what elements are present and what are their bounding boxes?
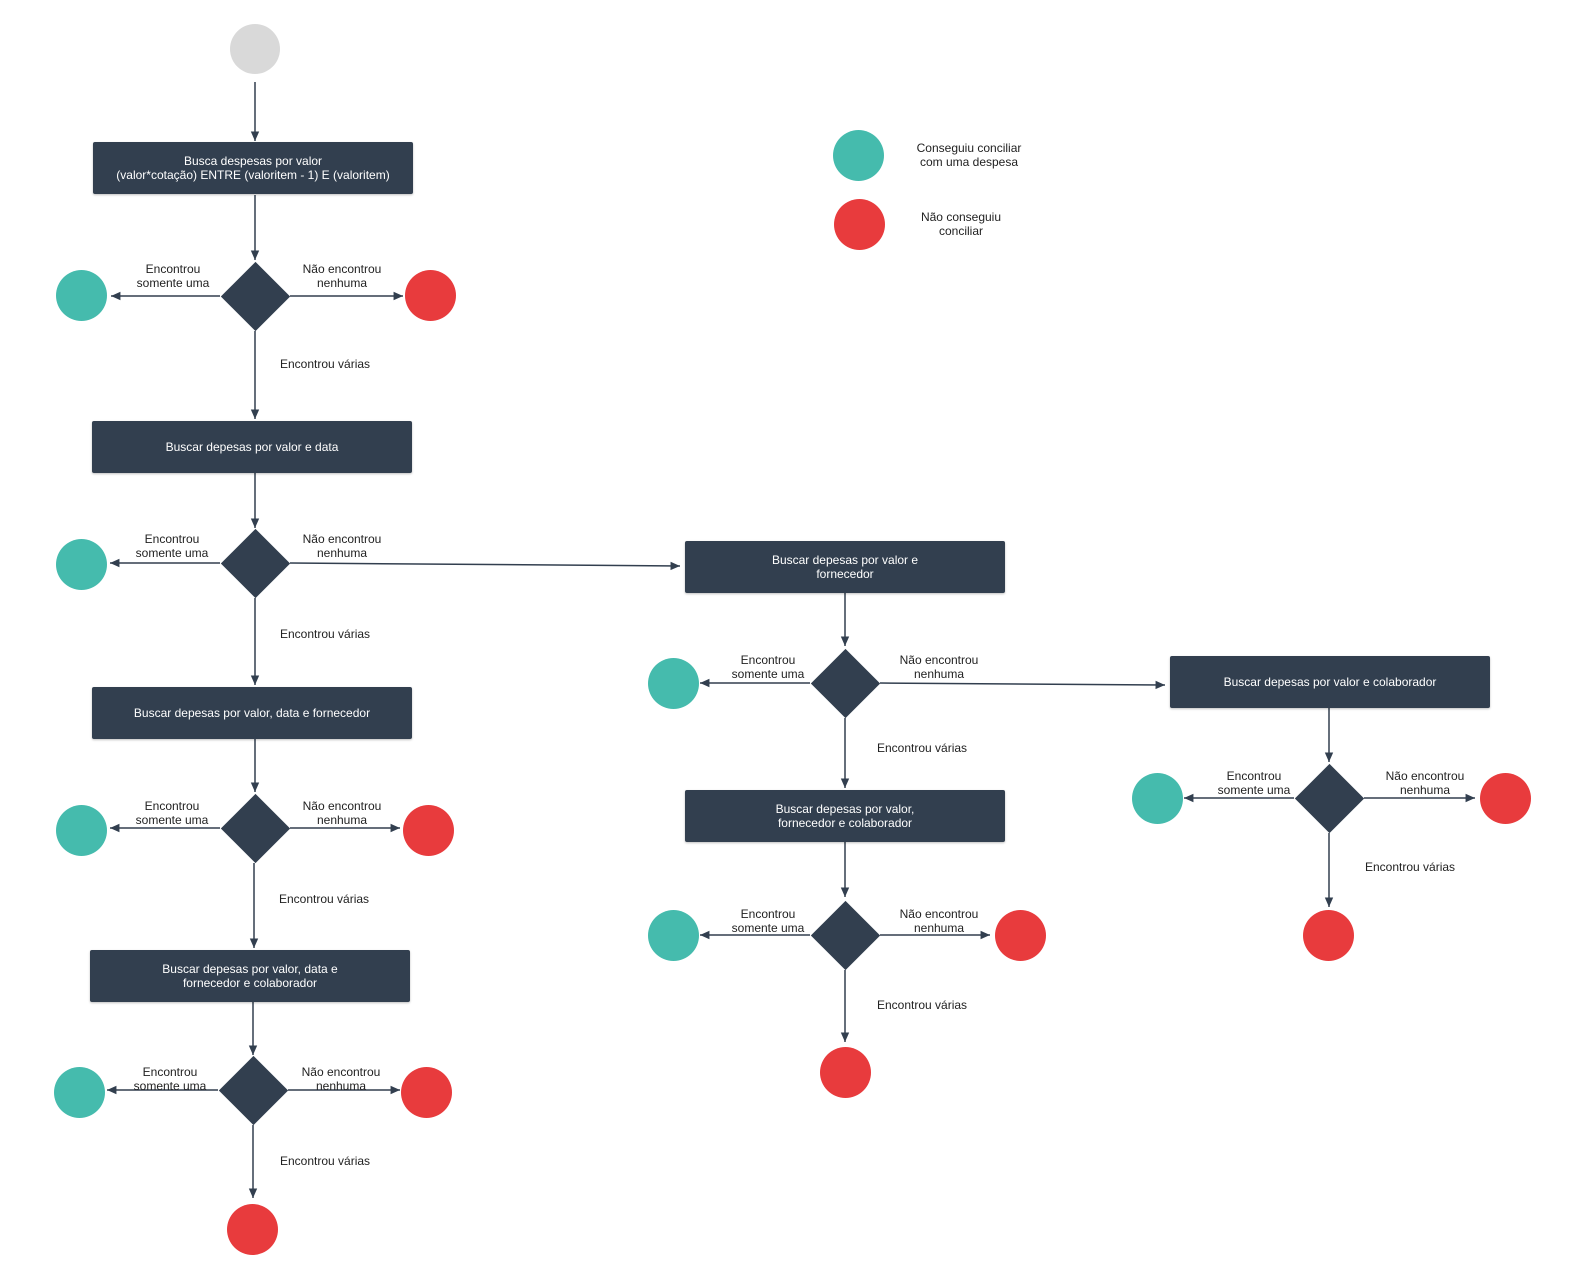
edge-label-one-7: Encontrou somente uma bbox=[1217, 769, 1291, 797]
edge-label-many-1: Encontrou várias bbox=[280, 357, 371, 371]
process-box-valor-fornecedor-colaborador: Buscar depesas por valor, fornecedor e c… bbox=[685, 790, 1005, 842]
legend-fail-circle bbox=[834, 199, 885, 250]
edge-label-none-2: Não encontrou nenhuma bbox=[302, 532, 382, 560]
edge-label-none-4: Não encontrou nenhuma bbox=[301, 1065, 381, 1093]
legend-success-circle bbox=[833, 130, 884, 181]
outcome-fail-6 bbox=[995, 910, 1046, 961]
edge-d2-b5 bbox=[289, 561, 681, 571]
process-box-valor-fornecedor: Buscar depesas por valor e fornecedor bbox=[685, 541, 1005, 593]
outcome-success-1 bbox=[56, 270, 107, 321]
edge-label-one-5: Encontrou somente uma bbox=[731, 653, 805, 681]
process-box-valor-colaborador: Buscar depesas por valor e colaborador bbox=[1170, 656, 1490, 708]
outcome-fail-end-column3 bbox=[1303, 910, 1354, 961]
outcome-fail-1 bbox=[405, 270, 456, 321]
start-node bbox=[230, 24, 280, 74]
outcome-success-2 bbox=[56, 539, 107, 590]
edge-label-one-4: Encontrou somente uma bbox=[133, 1065, 207, 1093]
outcome-success-5 bbox=[648, 658, 699, 709]
outcome-success-3 bbox=[56, 805, 107, 856]
edge-label-many-6: Encontrou várias bbox=[877, 998, 968, 1012]
legend-success-text: Conseguiu conciliar com uma despesa bbox=[916, 141, 1022, 169]
outcome-fail-end-column1 bbox=[227, 1204, 278, 1255]
process-box-valor-data-fornecedor-colaborador: Buscar depesas por valor, data e fornece… bbox=[90, 950, 410, 1002]
edge-label-none-7: Não encontrou nenhuma bbox=[1385, 769, 1465, 797]
edge-label-many-5: Encontrou várias bbox=[877, 741, 968, 755]
process-box-valor-data: Buscar depesas por valor e data bbox=[92, 421, 412, 473]
edge-label-many-4: Encontrou várias bbox=[280, 1154, 371, 1168]
edge-label-none-5: Não encontrou nenhuma bbox=[899, 653, 979, 681]
edge-label-many-3: Encontrou várias bbox=[279, 892, 370, 906]
edge-label-one-3: Encontrou somente uma bbox=[135, 799, 209, 827]
edge-label-many-2: Encontrou várias bbox=[280, 627, 371, 641]
edge-label-none-3: Não encontrou nenhuma bbox=[302, 799, 382, 827]
legend-fail-text: Não conseguiu conciliar bbox=[920, 210, 1002, 238]
edge-d5-b7 bbox=[879, 680, 1166, 690]
edge-label-one-2: Encontrou somente uma bbox=[135, 532, 209, 560]
outcome-fail-4 bbox=[401, 1067, 452, 1118]
outcome-success-6 bbox=[648, 910, 699, 961]
outcome-fail-3 bbox=[403, 805, 454, 856]
outcome-fail-end-column2 bbox=[820, 1047, 871, 1098]
outcome-success-7 bbox=[1132, 773, 1183, 824]
process-box-valor-data-fornecedor: Buscar depesas por valor, data e fornece… bbox=[92, 687, 412, 739]
outcome-success-4 bbox=[54, 1067, 105, 1118]
edge-label-many-7: Encontrou várias bbox=[1365, 860, 1456, 874]
outcome-fail-7 bbox=[1480, 773, 1531, 824]
edge-label-none-6: Não encontrou nenhuma bbox=[899, 907, 979, 935]
edge-label-one-6: Encontrou somente uma bbox=[731, 907, 805, 935]
edge-label-none-1: Não encontrou nenhuma bbox=[302, 262, 382, 290]
process-box-valor-cotacao: Busca despesas por valor (valor*cotação)… bbox=[93, 142, 413, 194]
edge-label-one-1: Encontrou somente uma bbox=[136, 262, 210, 290]
